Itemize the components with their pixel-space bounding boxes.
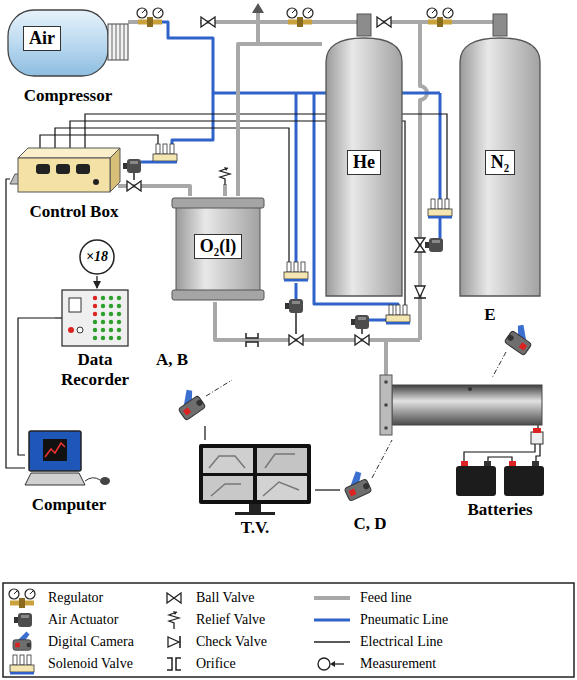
- air-compressor: AirCompressor: [6, 6, 136, 110]
- data-recorder: Data Recorder: [55, 288, 136, 392]
- television: T.V.: [195, 440, 315, 540]
- digital-camera: C, D: [340, 470, 420, 538]
- legend-label: Ball Valve: [196, 589, 254, 607]
- cylinder-label: He: [347, 150, 381, 175]
- legend-label: Electrical Line: [360, 633, 443, 651]
- solenoid-symbols: [153, 144, 452, 325]
- measurement-arrow: [96, 276, 97, 288]
- electrical-wire: [315, 489, 340, 490]
- ball-valve-symbols: [127, 17, 425, 345]
- component-label: Computer: [32, 495, 107, 515]
- cylinder-label: N₂: [485, 150, 515, 175]
- measurement-circle: ×18: [78, 238, 116, 276]
- relief-valve: [220, 167, 230, 185]
- tank-label: O₂(l): [194, 234, 242, 259]
- orifice: [246, 333, 258, 347]
- legend-label: Digital Camera: [48, 633, 134, 651]
- check-valve: [414, 286, 426, 298]
- batteries: Batteries: [448, 440, 553, 524]
- channel-count: ×18: [86, 249, 108, 265]
- control-box: Control Box: [10, 140, 145, 226]
- regulator-symbols: [137, 8, 453, 27]
- legend-label: Regulator: [48, 589, 103, 607]
- legend-label: Feed line: [360, 589, 412, 607]
- component-label: Compressor: [24, 86, 112, 106]
- gas-cylinder: N₂: [456, 32, 544, 300]
- tank-label: Air: [23, 26, 61, 51]
- legend-symbols: [9, 589, 350, 675]
- pneumatic-lines: [141, 22, 440, 320]
- camera-label: A, B: [156, 350, 188, 370]
- component-label: T.V.: [241, 518, 270, 538]
- legend-label: Measurement: [360, 655, 436, 673]
- legend-frame: [3, 583, 574, 677]
- electrical-wire: [204, 426, 205, 440]
- legend-label: Air Actuator: [48, 611, 118, 629]
- component-label: Batteries: [467, 500, 532, 520]
- legend-label: Relief Valve: [196, 611, 265, 629]
- gas-cylinder: He: [322, 32, 406, 300]
- legend-label: Pneumatic Line: [360, 611, 448, 629]
- electrical-wire: [6, 179, 25, 468]
- feed-line: [238, 44, 322, 196]
- oxidizer-tank: O₂(l): [172, 196, 264, 302]
- camera-label: E: [484, 305, 495, 325]
- camera-label: C, D: [353, 514, 386, 534]
- vent-arrow: [252, 3, 264, 13]
- legend-label: Solenoid Valve: [48, 655, 133, 673]
- digital-camera: E: [478, 305, 548, 367]
- legend-label: Check Valve: [196, 633, 267, 651]
- computer: Computer: [25, 425, 135, 523]
- combustion-chamber: [380, 375, 543, 444]
- digital-camera: A, B: [150, 350, 212, 426]
- feed-lines: [118, 12, 500, 375]
- legend-label: Orifice: [196, 655, 236, 673]
- component-label: Control Box: [30, 202, 119, 222]
- component-label: Data Recorder: [55, 350, 135, 389]
